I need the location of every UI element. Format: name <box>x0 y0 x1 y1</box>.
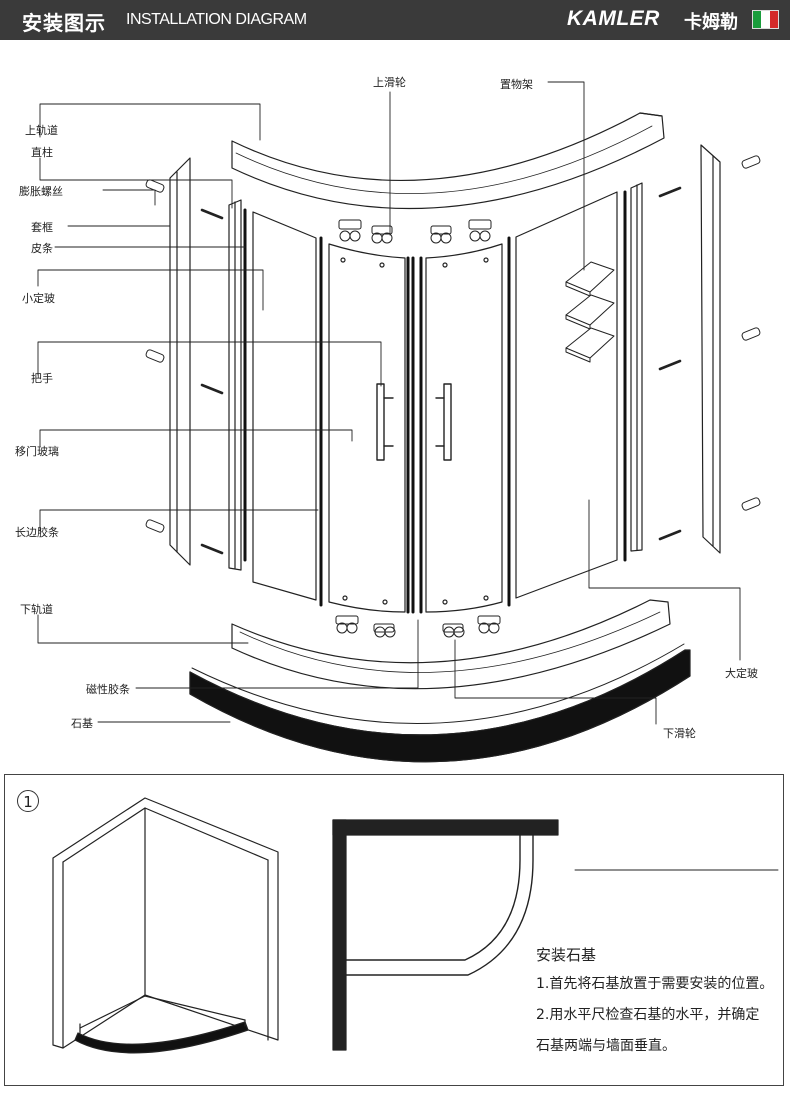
step1-plan-view <box>332 819 779 1051</box>
brand-logo: KAMLER <box>567 7 660 30</box>
top-roller-group <box>338 219 492 244</box>
leader-lines <box>37 81 741 725</box>
label-magnetic-strip: 磁性胶条 <box>86 683 130 696</box>
label-post: 直柱 <box>31 146 53 159</box>
sliding-door-left <box>328 243 406 613</box>
label-small-fixed-glass: 小定玻 <box>22 292 55 305</box>
top-rail-part <box>231 112 665 210</box>
label-top-roller: 上滑轮 <box>373 76 406 89</box>
page-title-en: INSTALLATION DIAGRAM <box>126 11 307 28</box>
step-number-badge: 1 <box>17 790 39 812</box>
label-stone-base: 石基 <box>71 717 93 730</box>
corner-shelves <box>565 261 615 363</box>
step-instruction-2: 2.用水平尺检查石基的水平，并确定 <box>536 1007 760 1023</box>
header-bar: 安装图示 INSTALLATION DIAGRAM KAMLER 卡姆勒 <box>0 0 790 40</box>
label-sliding-glass: 移门玻璃 <box>15 445 59 458</box>
label-bottom-rail: 下轨道 <box>20 603 53 616</box>
large-fixed-glass-right <box>515 191 618 599</box>
right-wall-post <box>630 144 721 554</box>
step-instruction-1: 1.首先将石基放置于需要安装的位置。 <box>536 976 774 992</box>
step-panel <box>4 774 784 1086</box>
bottom-rail-part <box>231 599 671 690</box>
label-bottom-roller: 下滑轮 <box>663 727 696 740</box>
label-seal-strip: 皮条 <box>31 242 53 255</box>
left-wall-post <box>169 157 242 571</box>
bottom-roller-group <box>335 615 501 638</box>
expansion-screws <box>145 155 761 555</box>
step1-corner-illustration <box>52 797 279 1054</box>
page-title: 安装图示 <box>22 11 106 35</box>
sliding-door-right <box>425 243 503 613</box>
stone-base-part <box>189 643 691 763</box>
label-handle: 把手 <box>31 372 53 385</box>
label-top-rail: 上轨道 <box>25 124 58 137</box>
small-fixed-glass-left <box>252 211 317 601</box>
label-large-fixed-glass: 大定玻 <box>725 667 758 680</box>
step-instruction-3: 石基两端与墙面垂直。 <box>536 1038 676 1054</box>
label-shelf: 置物架 <box>500 78 533 91</box>
label-long-seal: 长边胶条 <box>15 526 59 539</box>
label-expansion-screw: 膨胀螺丝 <box>19 185 63 198</box>
seal-strips <box>243 190 627 614</box>
brand-name-cn: 卡姆勒 <box>684 12 738 33</box>
italy-flag-icon <box>752 10 779 29</box>
label-frame-sleeve: 套框 <box>31 221 53 234</box>
step-title: 安装石基 <box>536 946 597 964</box>
